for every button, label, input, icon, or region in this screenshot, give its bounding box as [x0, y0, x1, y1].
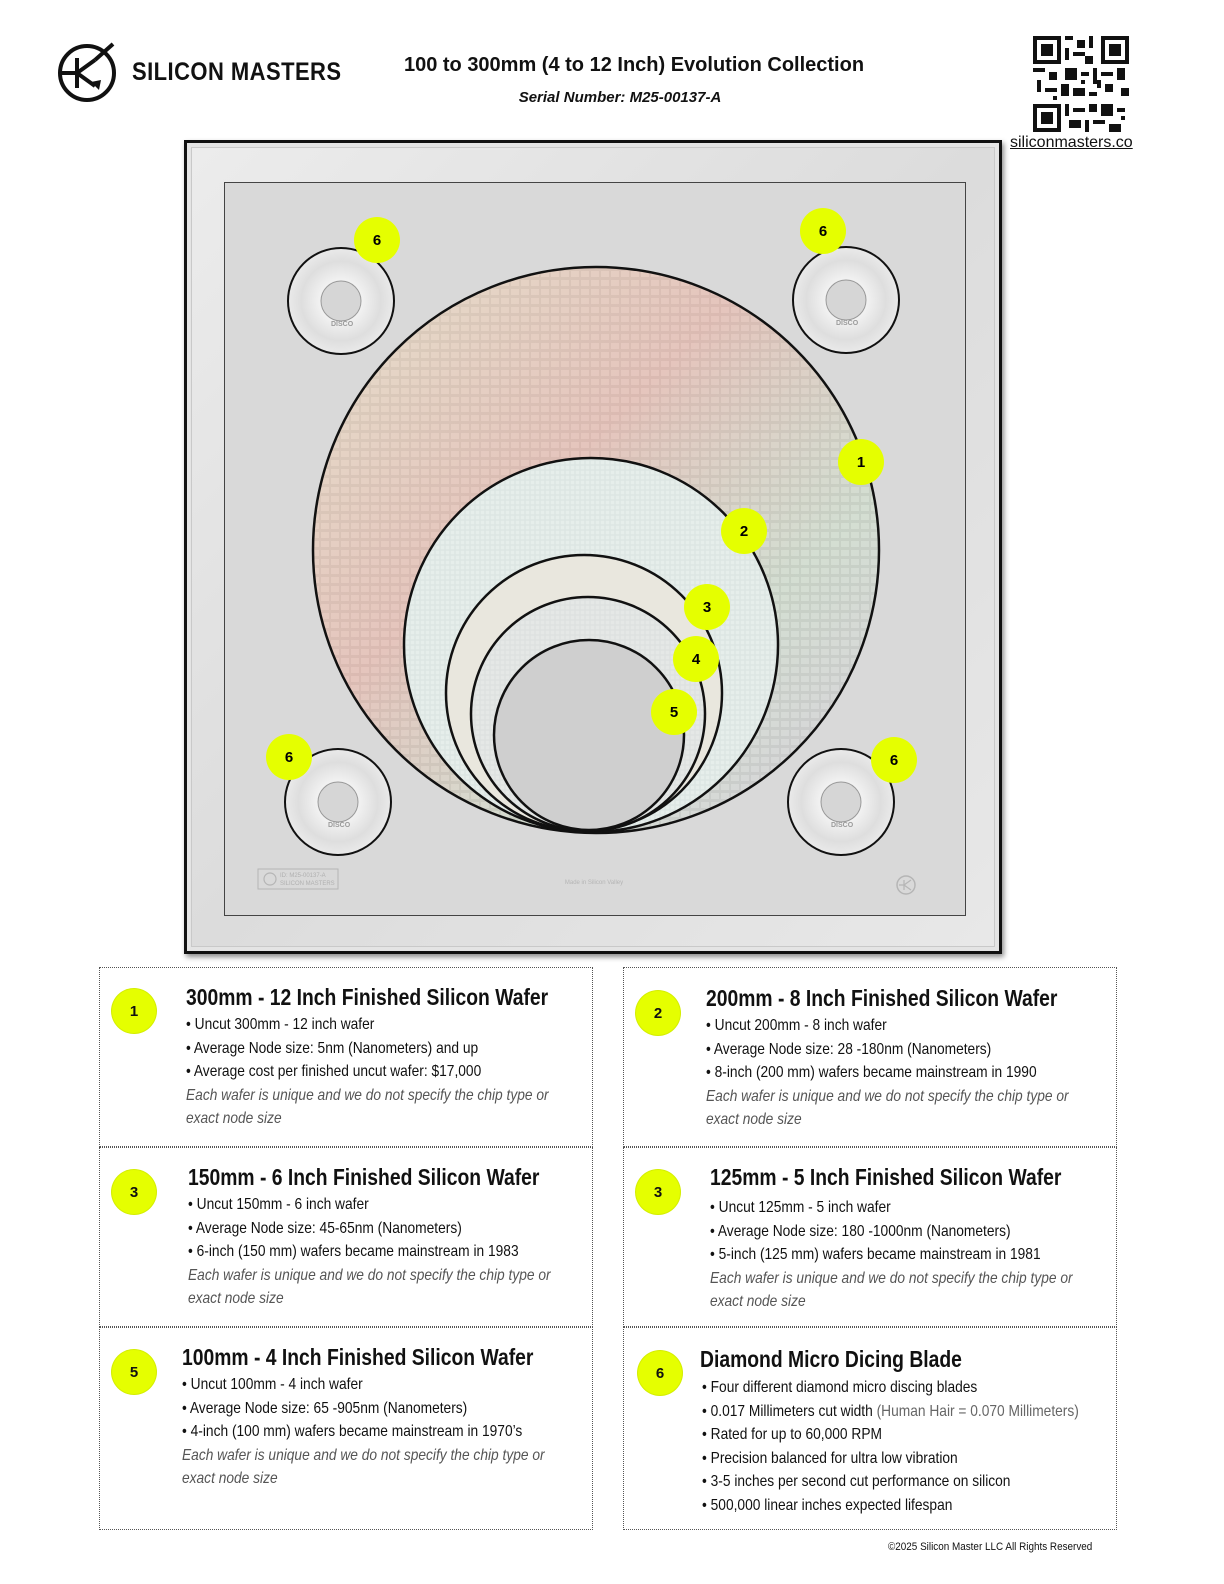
info-line: • Rated for up to 60,000 RPM	[702, 1426, 882, 1443]
info-note: Each wafer is unique and we do not speci…	[188, 1266, 551, 1308]
dicing-blade-bottom-left: DISCO	[284, 748, 392, 856]
info-line: • Average Node size: 65 -905nm (Nanomete…	[182, 1399, 468, 1417]
page-title: 100 to 300mm (4 to 12 Inch) Evolution Co…	[403, 54, 865, 76]
marker-1-label: 1	[857, 454, 865, 471]
site-link[interactable]: siliconmasters.co	[1010, 134, 1133, 151]
info-box-dicing-blade: 6 Diamond Micro Dicing Blade • Four diff…	[623, 1327, 1117, 1530]
info-note: Each wafer is unique and we do not speci…	[706, 1087, 1069, 1129]
brand-name: SILICON MASTERS	[132, 58, 342, 86]
info-badge: 2	[636, 991, 680, 1035]
info-lines: • Uncut 300mm - 12 inch wafer • Average …	[186, 1013, 564, 1131]
info-line: • Four different diamond micro discing b…	[702, 1379, 978, 1396]
plate-id-line2: SILICON MASTERS	[280, 881, 335, 887]
info-badge: 1	[112, 989, 156, 1033]
info-line: • 4-inch (100 mm) wafers became mainstre…	[182, 1423, 523, 1440]
marker-6-top-right	[800, 208, 846, 254]
marker-6-top-right-label: 6	[819, 223, 827, 240]
info-line: • 0.017 Millimeters cut width (Human Hai…	[702, 1400, 1079, 1424]
plate-logo-icon	[896, 875, 916, 895]
qr-code-icon[interactable]	[1033, 36, 1129, 137]
info-line-suffix: (Human Hair = 0.070 Millimeters)	[872, 1402, 1079, 1420]
marker-3	[684, 584, 730, 630]
dicing-blade-bottom-right: DISCO	[787, 748, 895, 856]
info-lines: • Uncut 100mm - 4 inch wafer • Average N…	[182, 1373, 560, 1491]
info-line: • Uncut 300mm - 12 inch wafer	[186, 1016, 375, 1033]
info-line: • Average Node size: 28 -180nm (Nanomete…	[706, 1040, 992, 1058]
wafer-100mm	[492, 638, 686, 832]
silicon-masters-logo-icon	[55, 38, 123, 111]
info-lines: • Uncut 200mm - 8 inch wafer • Average N…	[706, 1014, 1084, 1132]
marker-6-bottom-left	[266, 734, 312, 780]
blade-brand-label: DISCO	[831, 822, 854, 829]
info-title: 100mm - 4 Inch Finished Silicon Wafer	[182, 1344, 534, 1370]
info-box-150mm: 3 150mm - 6 Inch Finished Silicon Wafer …	[99, 1147, 593, 1327]
info-line: • Average Node size: 45-65nm (Nanometers…	[188, 1219, 462, 1237]
info-title: Diamond Micro Dicing Blade	[700, 1346, 962, 1372]
info-lines: • Four different diamond micro discing b…	[702, 1376, 1079, 1517]
info-line: • 5-inch (125 mm) wafers became mainstre…	[710, 1246, 1041, 1263]
info-lines: • Uncut 125mm - 5 inch wafer • Average N…	[710, 1196, 1088, 1314]
info-line: • Uncut 125mm - 5 inch wafer	[710, 1199, 891, 1216]
info-note: Each wafer is unique and we do not speci…	[182, 1446, 545, 1488]
marker-5-label: 5	[670, 704, 678, 721]
info-note: Each wafer is unique and we do not speci…	[186, 1086, 549, 1128]
info-line-main: • 0.017 Millimeters cut width	[702, 1402, 873, 1420]
info-line: • Average Node size: 5nm (Nanometers) an…	[186, 1039, 479, 1057]
info-line: • Precision balanced for ultra low vibra…	[702, 1449, 958, 1467]
dicing-blade-top-right: DISCO	[792, 246, 900, 354]
marker-4	[673, 636, 719, 682]
info-line: • Average Node size: 180 -1000nm (Nanome…	[710, 1222, 1011, 1240]
info-line: • Uncut 150mm - 6 inch wafer	[188, 1196, 369, 1213]
info-line: • 8-inch (200 mm) wafers became mainstre…	[706, 1064, 1037, 1081]
info-line: • Uncut 200mm - 8 inch wafer	[706, 1017, 887, 1034]
marker-2	[721, 508, 767, 554]
marker-3-label: 3	[703, 599, 711, 616]
marker-6-bottom-right-label: 6	[890, 752, 898, 769]
plate-id-label: ID: M25-00137-A SILICON MASTERS	[257, 868, 339, 890]
info-line: • Average cost per finished uncut wafer:…	[186, 1063, 482, 1080]
marker-6-top-left	[354, 217, 400, 263]
info-box-300mm: 1 300mm - 12 Inch Finished Silicon Wafer…	[99, 967, 593, 1147]
serial-number: Serial Number: M25-00137-A	[518, 89, 722, 106]
info-title: 125mm - 5 Inch Finished Silicon Wafer	[710, 1164, 1062, 1190]
info-line: • Uncut 100mm - 4 inch wafer	[182, 1376, 363, 1393]
info-line: • 6-inch (150 mm) wafers became mainstre…	[188, 1243, 519, 1260]
copyright: ©2025 Silicon Master LLC All Rights Rese…	[888, 1541, 1093, 1553]
marker-5	[651, 689, 697, 735]
marker-6-bottom-right	[871, 737, 917, 783]
info-title: 200mm - 8 Inch Finished Silicon Wafer	[706, 985, 1058, 1011]
info-box-125mm: 3 125mm - 5 Inch Finished Silicon Wafer …	[623, 1147, 1117, 1327]
blade-brand-label: DISCO	[836, 320, 859, 327]
dicing-blade-top-left: DISCO	[287, 247, 395, 355]
marker-4-label: 4	[692, 651, 701, 668]
blade-brand-label: DISCO	[331, 321, 354, 328]
info-badge: 5	[112, 1350, 156, 1394]
info-lines: • Uncut 150mm - 6 inch wafer • Average N…	[188, 1193, 566, 1311]
blade-brand-label: DISCO	[328, 822, 351, 829]
wafer-display: DISCO DISCO DISCO DISCO ID: M25-00137-A …	[257, 208, 917, 895]
marker-6-bottom-left-label: 6	[285, 749, 293, 766]
marker-6-top-left-label: 6	[373, 232, 381, 249]
info-badge: 3	[112, 1170, 156, 1214]
info-line: • 500,000 linear inches expected lifespa…	[702, 1496, 953, 1514]
marker-1	[838, 439, 884, 485]
made-in-label: Made in Silicon Valley	[565, 880, 623, 886]
info-title: 300mm - 12 Inch Finished Silicon Wafer	[186, 984, 549, 1010]
info-badge: 3	[636, 1170, 680, 1214]
marker-2-label: 2	[740, 523, 748, 540]
info-box-100mm: 5 100mm - 4 Inch Finished Silicon Wafer …	[99, 1327, 593, 1530]
info-badge: 6	[638, 1351, 682, 1395]
plate-id-line1: ID: M25-00137-A	[280, 873, 326, 879]
info-note: Each wafer is unique and we do not speci…	[710, 1269, 1073, 1311]
info-title: 150mm - 6 Inch Finished Silicon Wafer	[188, 1164, 540, 1190]
info-box-200mm: 2 200mm - 8 Inch Finished Silicon Wafer …	[623, 967, 1117, 1147]
info-line: • 3-5 inches per second cut performance …	[702, 1473, 1011, 1490]
